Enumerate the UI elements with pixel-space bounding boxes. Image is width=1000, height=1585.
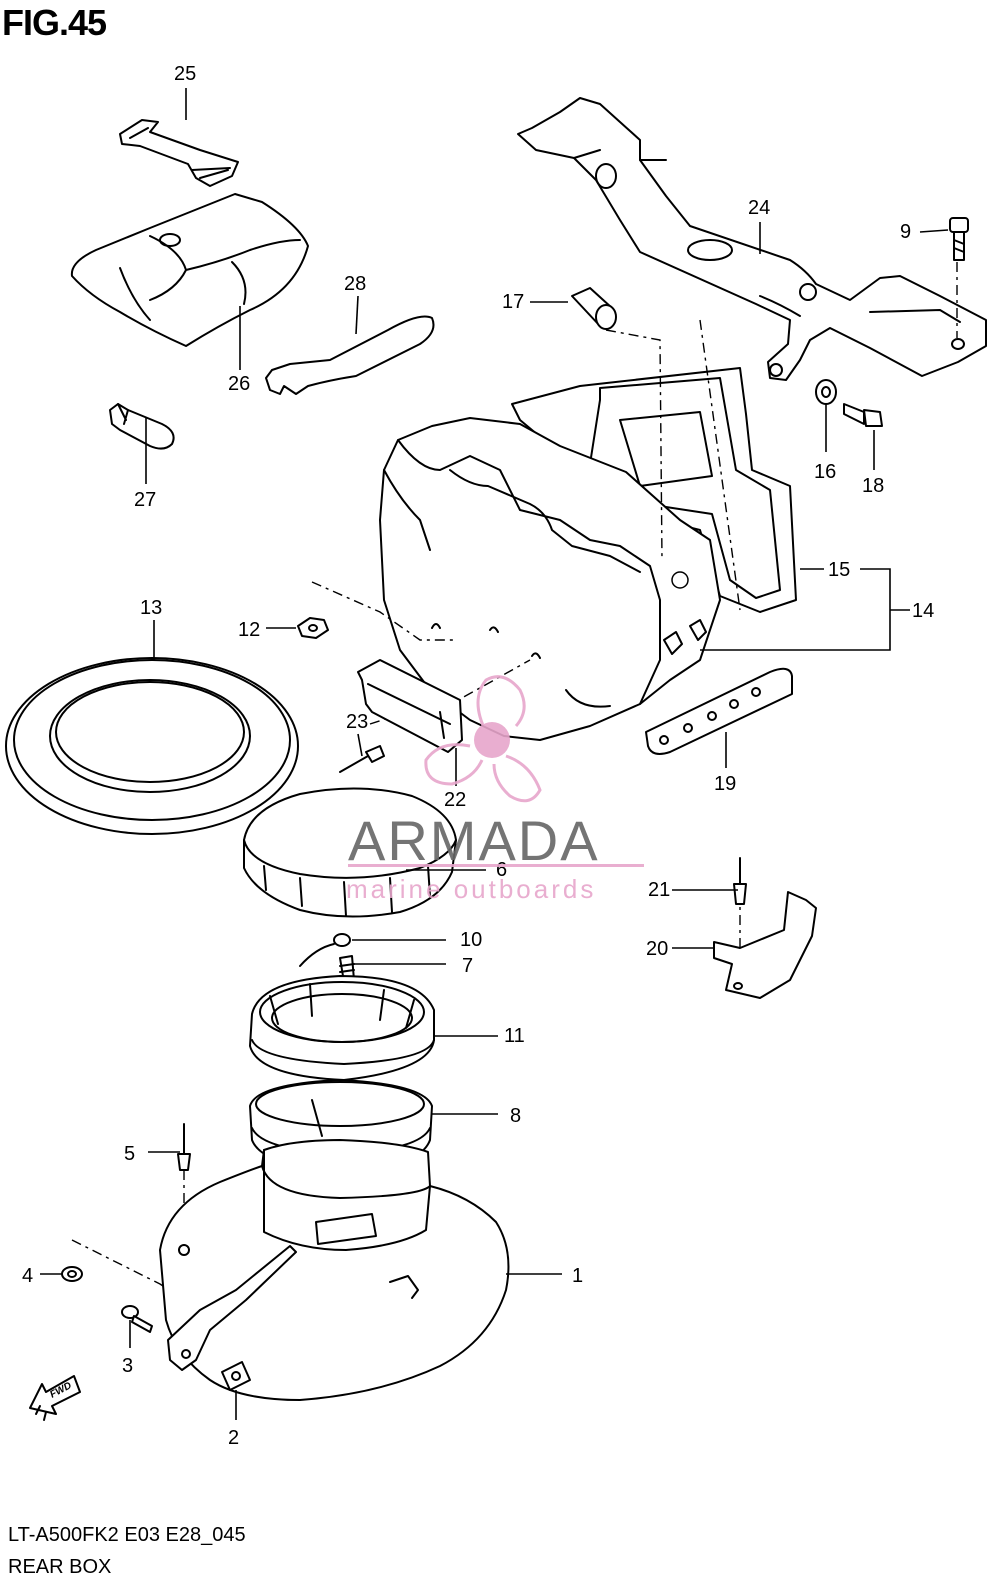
watermark: ARMADA marine outboards: [346, 675, 644, 904]
callout-9: 9: [900, 221, 911, 243]
part-27-plug[interactable]: [109, 403, 175, 450]
part-6-cap[interactable]: [243, 787, 457, 918]
part-11-ring[interactable]: [249, 975, 435, 1081]
callout-7: 7: [462, 955, 473, 977]
callout-8: 8: [510, 1105, 521, 1127]
part-20-bracket[interactable]: [713, 891, 817, 999]
callout-12: 12: [238, 619, 260, 641]
callout-3: 3: [122, 1355, 133, 1377]
part-2-plate-nut[interactable]: [221, 1361, 251, 1391]
part-19-strip[interactable]: [645, 667, 793, 755]
callout-19: 19: [714, 773, 736, 795]
callout-17: 17: [502, 291, 524, 313]
part-18-bolt[interactable]: [843, 403, 883, 427]
part-21-rivet[interactable]: [733, 857, 747, 905]
part-10-clip[interactable]: [299, 933, 351, 967]
diagram-name: REAR BOX: [8, 1556, 112, 1578]
callout-27: 27: [134, 489, 156, 511]
part-5-rivet[interactable]: [177, 1123, 191, 1171]
callout-22: 22: [444, 789, 466, 811]
part-16-washer[interactable]: [815, 379, 837, 405]
callout-28: 28: [344, 273, 366, 295]
callout-13: 13: [140, 597, 162, 619]
part-12-nut[interactable]: [297, 617, 329, 639]
callout-20: 20: [646, 938, 668, 960]
callout-2: 2: [228, 1427, 239, 1449]
callout-5: 5: [124, 1143, 135, 1165]
part-3-screw[interactable]: [121, 1305, 153, 1333]
leader-lines: [40, 88, 949, 1420]
propeller-logo-icon: [424, 675, 542, 803]
part-28-spanner[interactable]: [265, 315, 435, 395]
callout-16: 16: [814, 461, 836, 483]
callout-10: 10: [460, 929, 482, 951]
part-14-rear-box[interactable]: [379, 417, 721, 741]
callout-14: 14: [912, 600, 934, 622]
callout-24: 24: [748, 197, 770, 219]
part-17-collar[interactable]: [571, 287, 617, 330]
callout-15: 15: [828, 559, 850, 581]
callout-23: 23: [346, 711, 368, 733]
figure-title: FIG.45: [2, 2, 107, 43]
part-26-cover[interactable]: [70, 193, 309, 347]
part-25-strap[interactable]: [119, 119, 239, 187]
part-24-bracket[interactable]: [517, 97, 987, 381]
part-22-plate[interactable]: [357, 659, 463, 753]
callout-labels: 25 26 28 27 17 24 9 16 18 15 14 12 13 23…: [22, 63, 934, 1449]
diagram-code: LT-A500FK2 E03 E28_045: [8, 1524, 246, 1546]
callout-6: 6: [496, 859, 507, 881]
fwd-arrow-icon: FWD: [29, 1375, 81, 1421]
part-23-rivet[interactable]: [339, 745, 385, 773]
part-1-base[interactable]: [159, 1139, 510, 1401]
callout-18: 18: [862, 475, 884, 497]
callout-1: 1: [572, 1265, 583, 1287]
callout-26: 26: [228, 373, 250, 395]
part-9-bolt[interactable]: [949, 217, 969, 261]
callout-25: 25: [174, 63, 196, 85]
callout-21: 21: [648, 879, 670, 901]
callout-11: 11: [504, 1025, 525, 1047]
callout-4: 4: [22, 1265, 33, 1287]
watermark-brand: ARMADA: [348, 809, 600, 872]
watermark-tagline: marine outboards: [346, 874, 596, 904]
part-4-nut[interactable]: [61, 1266, 83, 1282]
part-13-gasket[interactable]: [5, 657, 299, 835]
